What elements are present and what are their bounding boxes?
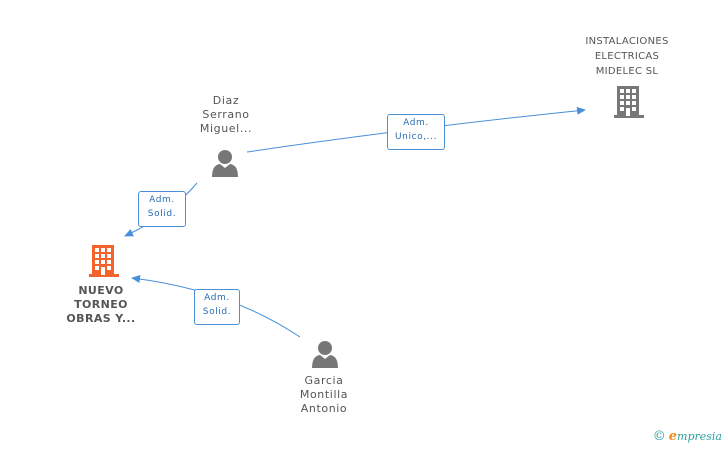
label-line: NUEVO (78, 284, 124, 297)
label-line: Diaz (212, 94, 240, 107)
edge-label-diaz-midelec[interactable]: Adm. Unico,... (387, 114, 445, 150)
brand-initial: e (668, 429, 678, 444)
label-line: Serrano (202, 108, 250, 121)
label-line: OBRAS Y... (66, 312, 136, 325)
main-company-label[interactable]: NUEVO TORNEO OBRAS Y... (61, 284, 141, 326)
person-garcia-label[interactable]: Garcia Montilla Antonio (284, 374, 364, 416)
label-line: ELECTRICAS (594, 51, 660, 62)
brand-logo: ©empresia (653, 429, 722, 444)
edge-label-garcia-main[interactable]: Adm. Solid. (194, 289, 240, 325)
label-line: Antonio (300, 402, 348, 415)
edge-label-line: Unico,... (394, 132, 438, 142)
person-icon[interactable] (312, 341, 338, 368)
building-icon[interactable] (614, 86, 644, 118)
edge-label-line: Solid. (202, 307, 232, 317)
main-building-icon[interactable] (89, 245, 119, 277)
edge-label-line: Adm. (204, 293, 230, 303)
edge-label-diaz-main[interactable]: Adm. Solid. (138, 191, 186, 227)
person-diaz-label[interactable]: Diaz Serrano Miguel... (186, 94, 266, 136)
edge-label-line: Adm. (149, 195, 175, 205)
label-line: INSTALACIONES (585, 36, 669, 47)
label-line: Montilla (299, 388, 349, 401)
person-icon[interactable] (212, 150, 238, 177)
edge-label-line: Solid. (147, 209, 177, 219)
label-line: TORNEO (74, 298, 128, 311)
edge-label-line: Adm. (403, 118, 429, 128)
company-midelec-label[interactable]: INSTALACIONES ELECTRICAS MIDELEC SL (570, 34, 684, 79)
label-line: Garcia (304, 374, 344, 387)
brand-name: mpresia (677, 430, 722, 443)
label-line: Miguel... (199, 122, 253, 135)
label-line: MIDELEC SL (595, 66, 659, 77)
copyright-symbol: © (652, 429, 666, 444)
